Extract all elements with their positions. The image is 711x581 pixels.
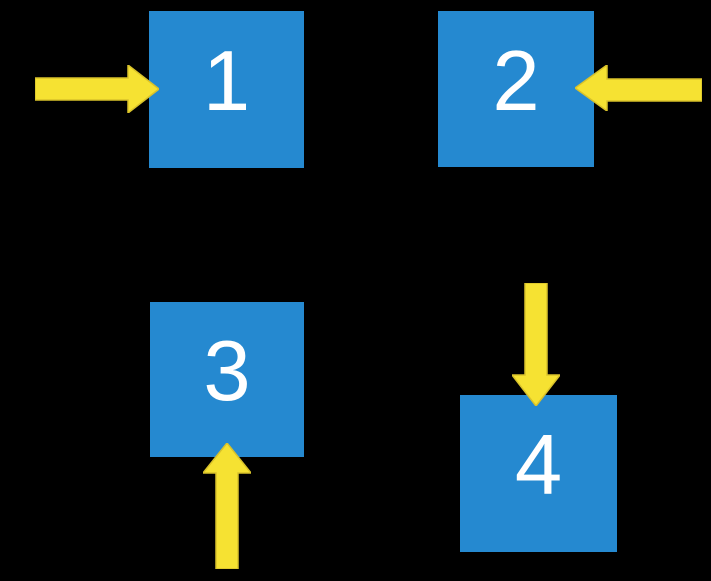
arrow-down-icon bbox=[512, 283, 560, 406]
square-2-label: 2 bbox=[492, 33, 540, 129]
square-4[interactable]: 4 bbox=[460, 395, 617, 552]
square-4-label: 4 bbox=[514, 418, 563, 513]
square-1-label: 1 bbox=[202, 34, 251, 129]
arrow-right-icon bbox=[35, 65, 159, 113]
square-3[interactable]: 3 bbox=[150, 302, 304, 457]
arrow-up-icon bbox=[203, 443, 251, 569]
arrow-up-shape bbox=[203, 443, 251, 569]
square-2[interactable]: 2 bbox=[438, 11, 594, 167]
square-1[interactable]: 1 bbox=[149, 11, 304, 168]
arrow-right-shape bbox=[35, 65, 159, 113]
arrow-down-shape bbox=[512, 283, 560, 406]
square-3-label: 3 bbox=[203, 324, 251, 419]
arrow-left-icon bbox=[575, 65, 702, 111]
arrow-left-shape bbox=[575, 65, 702, 111]
